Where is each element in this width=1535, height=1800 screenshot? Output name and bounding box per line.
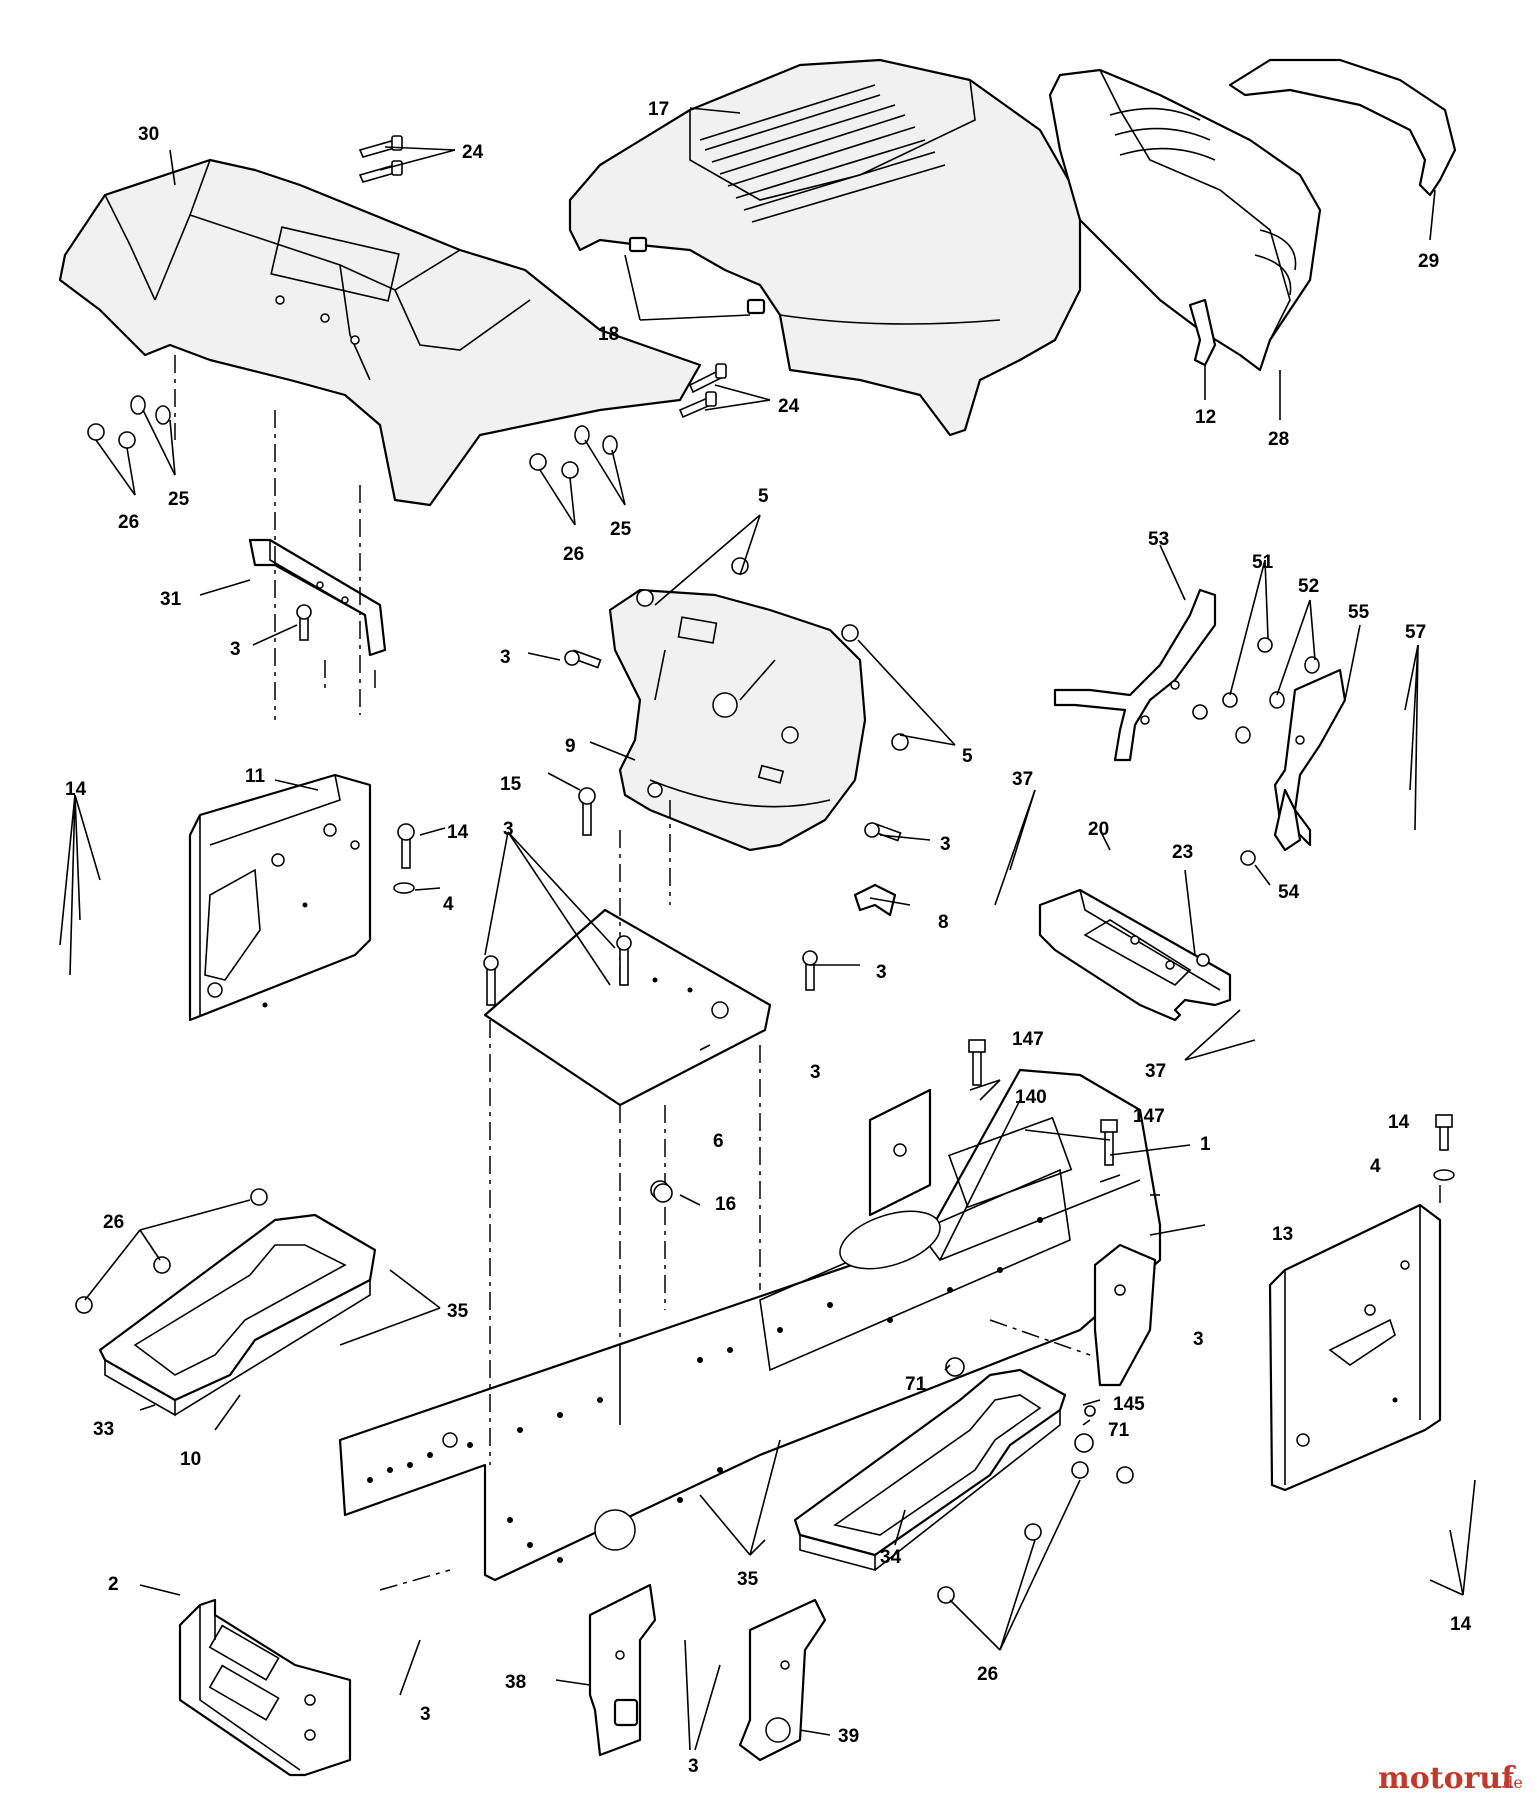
callout-14-d: 14	[1388, 1112, 1410, 1133]
callout-25-right: 25	[610, 519, 632, 540]
callout-26-left: 26	[118, 512, 139, 533]
callout-3-a: 3	[230, 639, 241, 660]
left-side-panel	[188, 773, 372, 1022]
callout-38: 38	[505, 1672, 526, 1693]
callout-1: 1	[1200, 1134, 1211, 1155]
hood-bumper-pads	[628, 236, 766, 315]
svg-text:.de: .de	[1498, 1773, 1523, 1792]
callout-26-c: 26	[103, 1212, 124, 1233]
callout-12: 12	[1195, 407, 1216, 428]
right-footrest	[793, 1368, 1067, 1572]
callout-39: 39	[838, 1726, 859, 1747]
bracket-left	[588, 1583, 657, 1757]
lever-arm-b	[1273, 668, 1347, 852]
watermark-tld: .de	[1498, 1773, 1523, 1792]
mounting-plate	[483, 908, 772, 1107]
callout-29: 29	[1418, 251, 1439, 272]
callout-10: 10	[180, 1449, 201, 1470]
callout-54: 54	[1278, 882, 1300, 903]
bracket-right	[738, 1598, 827, 1762]
callout-16: 16	[715, 1194, 736, 1215]
callout-33: 33	[93, 1419, 114, 1440]
callout-3-d: 3	[876, 962, 887, 983]
callout-3-f: 3	[420, 1704, 431, 1725]
callout-147-b: 147	[1133, 1106, 1165, 1127]
mount-bracket	[1038, 888, 1232, 1022]
callout-18: 18	[598, 324, 619, 345]
callout-14-b: 14	[447, 822, 469, 843]
callout-5-top: 5	[758, 486, 769, 507]
callout-71-a: 71	[905, 1374, 927, 1395]
headlight-lens	[1228, 58, 1457, 197]
callout-3-i: 3	[1193, 1329, 1204, 1350]
frame-front-bracket	[868, 1088, 932, 1217]
callout-52: 52	[1298, 576, 1319, 597]
callout-15: 15	[500, 774, 522, 795]
callout-23: 23	[1172, 842, 1193, 863]
callout-34: 34	[880, 1547, 902, 1568]
callout-20: 20	[1088, 819, 1109, 840]
callout-30: 30	[138, 124, 159, 145]
watermark-logo: motoruf .de	[1378, 1761, 1523, 1796]
callout-57: 57	[1405, 622, 1426, 643]
callout-51: 51	[1252, 552, 1274, 573]
right-side-panel	[1268, 1203, 1442, 1492]
callout-3-g: 3	[688, 1756, 699, 1777]
svg-text:motoruf: motoruf	[1378, 1761, 1516, 1796]
callout-31: 31	[160, 589, 182, 610]
callout-28: 28	[1268, 429, 1289, 450]
callout-9: 9	[565, 736, 576, 757]
dash-panel	[608, 588, 867, 852]
callout-26-right: 26	[563, 544, 584, 565]
hood	[568, 58, 1082, 437]
callout-2: 2	[108, 1574, 119, 1595]
callout-17: 17	[648, 99, 669, 120]
callout-147-a: 147	[1012, 1029, 1044, 1050]
callout-35-b: 35	[737, 1569, 759, 1590]
lever-arm-a	[1053, 588, 1217, 762]
callout-37-a: 37	[1012, 769, 1033, 790]
callout-55: 55	[1348, 602, 1370, 623]
main-frame	[338, 1068, 1162, 1582]
callout-13: 13	[1272, 1224, 1293, 1245]
callout-3-h: 3	[810, 1062, 821, 1083]
callout-4-b: 4	[1370, 1156, 1381, 1177]
callout-5-right: 5	[962, 746, 973, 767]
callout-14-a: 14	[65, 779, 87, 800]
callout-14-c: 14	[1450, 1614, 1472, 1635]
callout-53: 53	[1148, 529, 1169, 550]
callout-71-b: 71	[1108, 1420, 1130, 1441]
callout-3-e: 3	[503, 819, 514, 840]
assembly-lines	[174, 355, 1441, 1591]
rear-hitch-plate	[178, 1598, 352, 1777]
callout-24-bottom: 24	[778, 396, 800, 417]
leader-lines	[59, 107, 1476, 1751]
watermark-brand: motoruf	[1378, 1761, 1516, 1796]
callout-6: 6	[713, 1131, 724, 1152]
callout-labels: 30 24 17 18 24 12 28 29 25 26 25 26 31 3…	[65, 99, 1472, 1777]
cable-clip	[853, 883, 897, 917]
rear-fender	[58, 158, 702, 507]
callout-4-a: 4	[443, 894, 454, 915]
callout-8: 8	[938, 912, 949, 933]
fasteners	[75, 135, 1455, 1604]
left-footrest	[98, 1213, 377, 1417]
frame-rear-bracket	[1093, 1243, 1157, 1387]
callout-35-a: 35	[447, 1301, 469, 1322]
fender-bracket	[248, 538, 387, 657]
callout-26-d: 26	[977, 1664, 998, 1685]
callout-37-b: 37	[1145, 1061, 1166, 1082]
callout-3-c: 3	[940, 834, 951, 855]
callout-3-b: 3	[500, 647, 511, 668]
callout-145: 145	[1113, 1394, 1145, 1415]
callout-11: 11	[245, 766, 266, 787]
callout-24-top: 24	[462, 142, 484, 163]
callout-140: 140	[1015, 1087, 1047, 1108]
callout-25-left: 25	[168, 489, 190, 510]
hood-front-grille	[1048, 68, 1322, 372]
